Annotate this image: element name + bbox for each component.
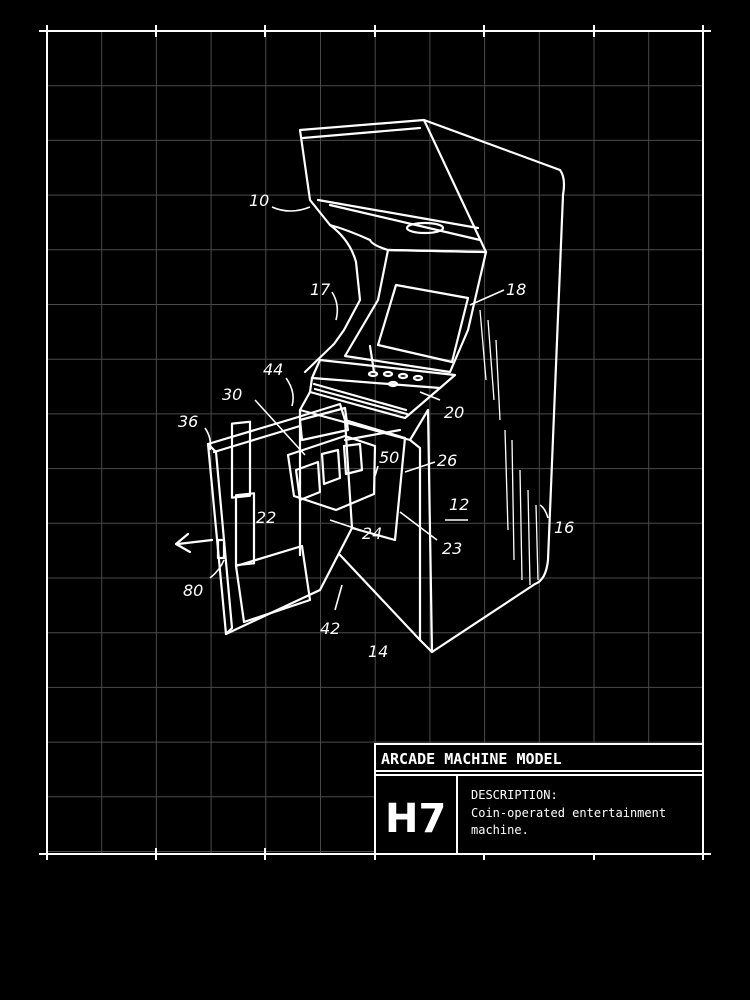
ref-14: 14 [368, 642, 388, 661]
ref-44: 44 [263, 360, 283, 379]
coin-mechanism [286, 434, 377, 512]
model-number: H7 [385, 796, 446, 842]
title-block: ARCADE MACHINE MODEL H7 DESCRIPTION: Coi… [374, 743, 704, 855]
shading-lines [479, 309, 539, 586]
ref-30: 30 [222, 385, 242, 404]
cabinet-side-panel [422, 118, 566, 654]
ref-18: 18 [506, 280, 526, 299]
ref-50: 50 [379, 448, 399, 467]
leader-lines [204, 206, 549, 611]
ref-10: 10 [249, 191, 269, 210]
cabinet-bezel [303, 223, 362, 374]
ref-23: 23 [442, 539, 462, 558]
ref-36: 36 [178, 412, 198, 431]
ref-17: 17 [310, 280, 331, 299]
coin-door-opening [343, 418, 407, 542]
reference-numbers: 10 17 18 44 30 36 20 50 26 12 22 24 23 1… [178, 191, 574, 661]
ref-16: 16 [554, 518, 574, 537]
ref-42: 42 [320, 619, 340, 638]
ref-22: 22 [256, 508, 276, 527]
cabinet-screen [376, 283, 470, 364]
description-line-2: machine. [471, 823, 529, 837]
title-block-title: ARCADE MACHINE MODEL [381, 750, 562, 768]
arcade-cabinet-drawing [174, 118, 566, 654]
description-label: DESCRIPTION: [471, 788, 558, 802]
ref-24: 24 [362, 524, 382, 543]
ref-26: 26 [437, 451, 457, 470]
ref-20: 20 [444, 403, 464, 422]
blueprint-grid [47, 31, 703, 854]
cabinet-lower-front [298, 390, 430, 442]
direction-arrow [174, 532, 214, 554]
description-line-1: Coin-operated entertainment [471, 806, 666, 820]
cabinet-marquee [298, 118, 488, 254]
ref-80: 80 [183, 581, 203, 600]
ref-12: 12 [449, 495, 469, 514]
